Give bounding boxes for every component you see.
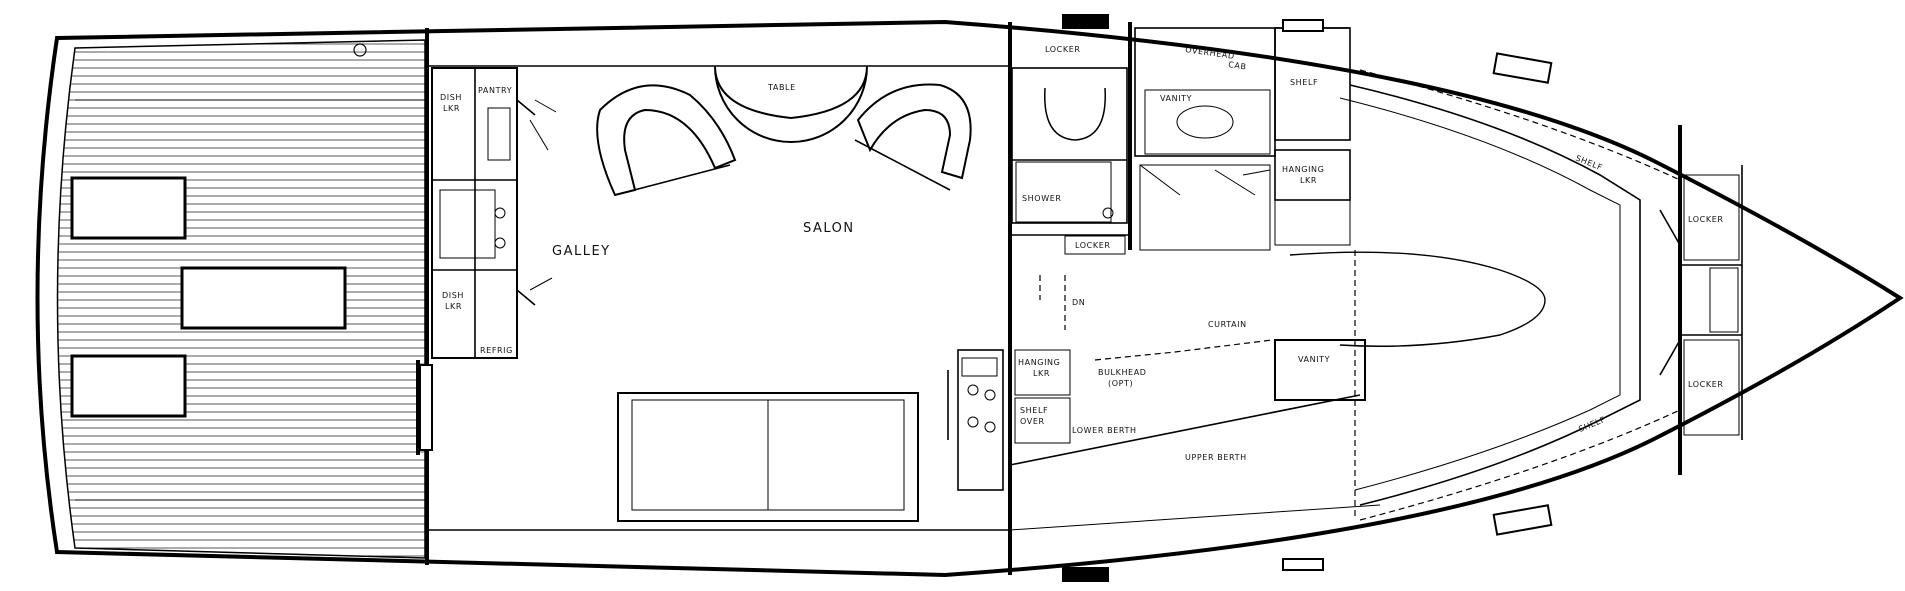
shelf-top-label: SHELF [1290,78,1318,87]
toilet-icon [1044,87,1106,141]
burner-icon [984,389,996,401]
burner-icon [967,416,979,428]
dish-lkr-top-label-1: DISH [440,93,462,102]
deck-hatch-1[interactable] [70,176,187,240]
curtain-label: CURTAIN [1208,320,1247,329]
table-label: TABLE [767,83,796,92]
bulkhead-label-2: (OPT) [1108,379,1133,388]
port-top-2[interactable] [1492,52,1553,84]
bulkhead-label-1: BULKHEAD [1098,368,1147,377]
salon-table[interactable] [714,65,868,143]
salon-chair-left[interactable] [596,84,737,197]
deck-fitting-icon [353,43,367,57]
burner-icon [984,421,996,433]
lower-berth-label: LOWER BERTH [1072,426,1137,435]
locker-fwd-bottom[interactable] [1683,339,1740,436]
shower-drain-icon [1102,207,1114,219]
burner-icon [967,384,979,396]
refrig-label: REFRIG [480,346,513,355]
hanging-lkr-bottom-label-1: HANGING [1018,358,1060,367]
hanging-locker-top[interactable] [1274,149,1351,201]
salon-label: SALON [803,221,855,236]
head-compartment [1011,67,1130,330]
salon-chair-right[interactable] [854,83,972,191]
hanging-lkr-bottom-label-2: LKR [1033,369,1050,378]
shower-label: SHOWER [1022,194,1062,203]
salon-door[interactable] [419,364,433,451]
aft-deck [56,39,426,559]
deck-hatch-2[interactable] [180,266,347,330]
port-top-1[interactable] [1282,19,1324,32]
shelf-over-label-1: SHELF [1020,406,1048,415]
upper-berth-label: UPPER BERTH [1185,453,1247,462]
hanging-locker-bottom[interactable] [1014,349,1071,396]
shower-stall[interactable] [1015,161,1112,223]
overhead-cab-label-2: CAB [1228,60,1247,71]
sink-drain-icon [494,207,506,219]
galley-sink[interactable] [439,189,496,259]
v-berth[interactable] [1289,84,1641,520]
vanity-bottom-label: VANITY [1298,355,1330,364]
shelf-lower-label: SHELF [1577,415,1607,434]
pantry-label: PANTRY [478,86,512,95]
vanity-basin-icon [1176,105,1234,139]
dish-lkr-bottom-label-2: LKR [445,302,462,311]
galley-counter [431,67,1004,491]
forward-lockers [1659,125,1743,475]
galley-label: GALLEY [552,244,611,259]
locker-fwd-bottom-label: LOCKER [1688,380,1724,389]
forward-head-area [1134,27,1351,251]
hatch-bottom-aft[interactable] [1062,567,1109,582]
sink-drain-icon [494,237,506,249]
locker-fwd-top-label: LOCKER [1688,215,1724,224]
locker-small-label: LOCKER [1075,241,1111,250]
galley-stove[interactable] [957,349,1004,491]
hanging-lkr-top-label-1: HANGING [1282,165,1324,174]
dn-label: DN [1072,298,1085,307]
locker-fwd-top[interactable] [1683,174,1740,261]
port-bottom-1[interactable] [1282,558,1324,571]
port-bottom-2[interactable] [1492,504,1553,536]
dish-lkr-top-label-2: LKR [443,104,460,113]
deck-hatch-3[interactable] [70,354,187,418]
dish-lkr-bottom-label-1: DISH [442,291,464,300]
vanity-top-label: VANITY [1160,94,1192,103]
hatch-top-aft[interactable] [1062,14,1109,29]
salon-settee[interactable] [617,392,919,522]
shelf-over-label-2: OVER [1020,417,1045,426]
locker-top-label: LOCKER [1045,45,1081,54]
shelf-over[interactable] [1014,397,1071,444]
vanity-lower-unit[interactable] [1274,339,1366,401]
hanging-lkr-top-label-2: LKR [1300,176,1317,185]
vanity-top-unit[interactable] [1144,89,1271,155]
